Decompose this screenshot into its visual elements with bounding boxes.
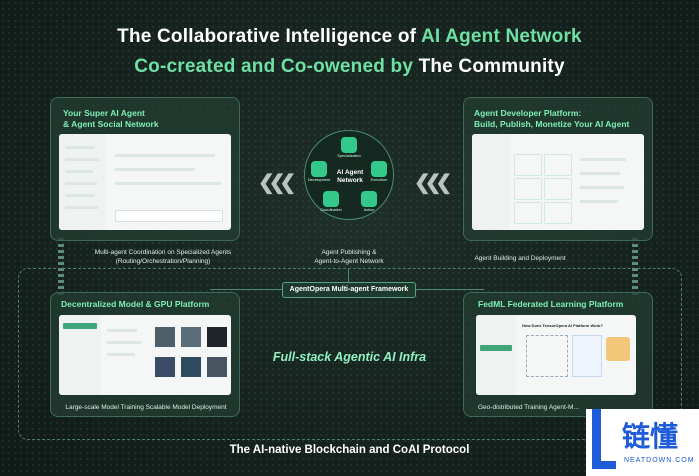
dev-list-item — [580, 186, 624, 189]
dev-list-item — [580, 172, 620, 175]
dev-list-item — [580, 200, 618, 203]
connector-framework-left — [210, 289, 282, 290]
fedml-diagram-box — [526, 335, 568, 377]
panel-agent-developer-caption: Agent Building and Deployment — [474, 255, 566, 262]
model-thumbnail — [155, 327, 175, 347]
headline-line-2-suffix: The Community — [413, 56, 565, 77]
chat-message — [115, 168, 195, 171]
infra-dashed-frame — [18, 268, 682, 440]
hub-caption: Agent Publishing & Agent-to-Agent Networ… — [314, 249, 384, 265]
model-sidebar-active-item — [63, 323, 97, 329]
chat-item — [65, 170, 93, 173]
chat-item — [65, 158, 99, 161]
fedml-inner-heading: How Does TensorOpera AI Platform Work? — [522, 323, 603, 328]
headline-line-2-highlight: Co-created and Co-owened by — [134, 56, 414, 77]
fedml-sidebar-active-item — [480, 345, 512, 351]
model-thumbnail — [181, 327, 201, 347]
chat-item — [65, 182, 97, 185]
node-label-action: Action — [363, 208, 375, 212]
panel-super-ai-agent-title: Your Super AI Agent & Agent Social Netwo… — [63, 108, 159, 129]
agentopera-framework-label: AgentOpera Multi-agent Framework — [282, 282, 416, 298]
dev-card — [514, 202, 542, 224]
chat-item — [65, 146, 95, 149]
chevrons-left-icon: ❮❮❮ — [258, 172, 296, 194]
panel-fedml-title: FedML Federated Learning Platform — [478, 299, 624, 309]
connector-hub-framework — [348, 268, 349, 282]
panel-decentralized-model-gpu: Decentralized Model & GPU Platform Large… — [50, 292, 240, 417]
hub-center-label: AI Agent Network — [336, 169, 364, 184]
ai-agent-network-hub: Specialization Development Execution Coo… — [304, 130, 394, 220]
headline-line-2: Co-created and Co-owened by The Communit… — [0, 56, 699, 78]
logo-base — [592, 461, 616, 469]
dev-card — [514, 154, 542, 176]
panel-agent-developer-title: Agent Developer Platform: Build, Publish… — [474, 108, 630, 129]
chat-item — [65, 194, 95, 197]
neatdown-logo-mark — [588, 409, 618, 473]
panel-super-ai-agent: Your Super AI Agent & Agent Social Netwo… — [50, 97, 240, 241]
neatdown-watermark: 链懂 NEATDOWN.COM — [586, 409, 699, 476]
full-stack-infra-label: Full-stack Agentic AI Infra — [272, 350, 427, 364]
panel-decentralized-caption: Large-scale Model Training Scalable Mode… — [65, 404, 227, 411]
panel-fedml-caption: Geo-distributed Training Agent-M... — [478, 404, 579, 411]
watermark-subtext: NEATDOWN.COM — [624, 457, 695, 464]
fedml-screenshot: How Does TensorOpera AI Platform Work? — [476, 315, 636, 395]
logo-bar — [592, 409, 601, 469]
dev-card — [544, 178, 572, 200]
node-label-specialization: Specialization — [337, 154, 361, 158]
model-thumbnail — [155, 357, 175, 377]
panel-agent-developer-platform: Agent Developer Platform: Build, Publish… — [463, 97, 653, 241]
connector-framework-right — [414, 289, 484, 290]
model-gpu-screenshot — [59, 315, 231, 395]
model-thumbnail — [207, 327, 227, 347]
fedml-sidebar — [476, 315, 516, 395]
model-thumbnail — [207, 357, 227, 377]
node-label-coordination: Coordination — [320, 208, 342, 212]
coordination-node-icon — [323, 191, 339, 207]
action-node-icon — [361, 191, 377, 207]
execution-node-icon — [371, 161, 387, 177]
chat-input-box — [115, 210, 223, 222]
watermark-text: 链懂 — [622, 420, 679, 453]
chat-item — [65, 206, 98, 209]
fedml-diagram-box — [606, 337, 630, 361]
super-agent-chat-screenshot — [59, 134, 231, 230]
panel-decentralized-title: Decentralized Model & GPU Platform — [61, 299, 210, 309]
dev-list-item — [580, 158, 626, 161]
chain-right — [632, 238, 638, 298]
blockchain-protocol-label: The AI-native Blockchain and CoAI Protoc… — [229, 444, 470, 456]
panel-fedml-federated-learning: FedML Federated Learning Platform How Do… — [463, 292, 653, 417]
fedml-diagram-box — [572, 335, 602, 377]
model-list-item — [107, 329, 137, 332]
chat-message — [115, 182, 221, 185]
headline-line-1: The Collaborative Intelligence of AI Age… — [0, 26, 699, 48]
model-thumbnail — [181, 357, 201, 377]
chevrons-right-icon: ❮❮❮ — [414, 172, 452, 194]
headline-line-1-prefix: The Collaborative Intelligence of — [117, 26, 421, 47]
dev-card — [514, 178, 542, 200]
model-list-item — [107, 341, 141, 344]
developer-platform-screenshot — [472, 134, 644, 230]
chat-message — [115, 154, 215, 157]
model-list-item — [107, 353, 135, 356]
node-label-execution: Execution — [370, 178, 388, 182]
headline-line-1-highlight: AI Agent Network — [420, 26, 582, 47]
dev-sidebar — [472, 134, 510, 230]
specialization-node-icon — [341, 137, 357, 153]
dev-card — [544, 202, 572, 224]
chain-left — [58, 238, 64, 298]
dev-card — [544, 154, 572, 176]
node-label-development: Development — [307, 178, 331, 182]
development-node-icon — [311, 161, 327, 177]
panel-super-ai-agent-caption: Multi-agent Coordination on Specialized … — [94, 249, 232, 265]
